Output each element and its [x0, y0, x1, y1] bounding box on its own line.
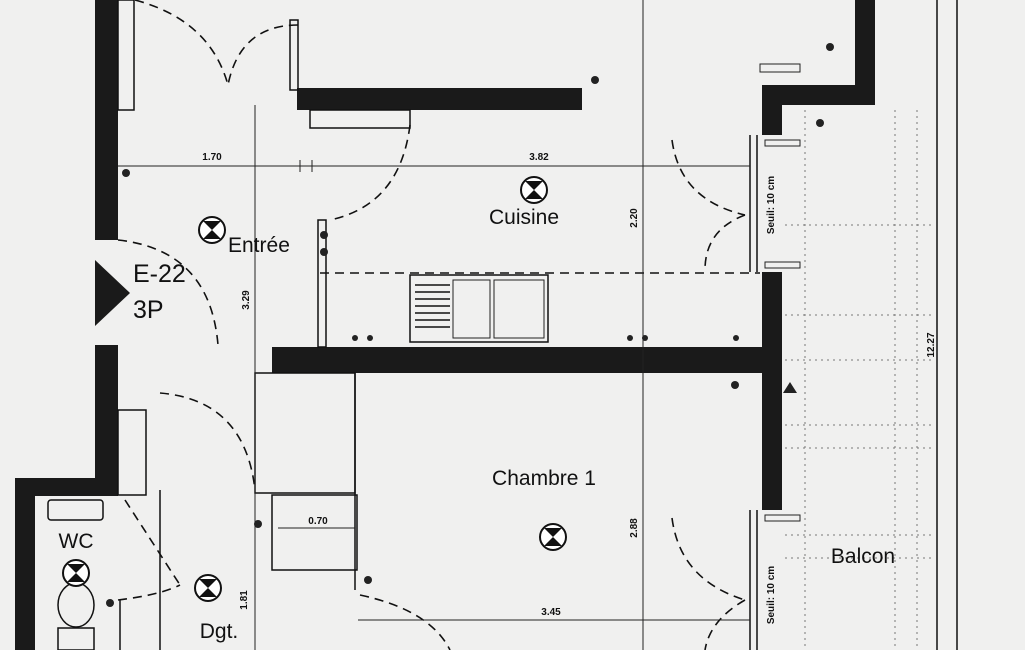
unit-type: 3P — [133, 296, 164, 324]
dim-dgt-depth: 1.81 — [239, 590, 250, 610]
kitchen-sink — [409, 274, 549, 343]
note-seuil-bottom: Seuil: 10 cm — [766, 566, 777, 624]
door-swings — [117, 0, 760, 650]
balcony-tiling — [785, 110, 935, 650]
room-label-wc: WC — [59, 530, 94, 553]
room-label-balcon: Balcon — [831, 545, 895, 568]
dimension-lines — [118, 0, 750, 650]
dim-entree-width: 1.70 — [202, 152, 222, 163]
entry-arrow-icon — [95, 260, 130, 326]
dim-chambre-width: 3.45 — [541, 607, 561, 618]
unit-code: E-22 — [133, 260, 186, 288]
switch-icons — [106, 43, 834, 607]
room-label-dgt: Dgt. — [200, 620, 239, 643]
dim-balcon-length: 12.27 — [926, 332, 937, 357]
dim-chambre-depth: 2.88 — [629, 518, 640, 538]
dim-cuisine-width: 3.82 — [529, 152, 549, 163]
note-seuil-top: Seuil: 10 cm — [766, 176, 777, 234]
room-label-chambre-1: Chambre 1 — [492, 467, 596, 490]
ceiling-light-icons — [62, 176, 567, 602]
room-label-entree: Entrée — [228, 234, 290, 257]
walls — [15, 0, 875, 650]
dim-cuisine-depth: 2.20 — [629, 208, 640, 228]
dim-entree-depth: 3.29 — [241, 290, 252, 310]
dim-closet-width: 0.70 — [308, 516, 328, 527]
window-frames — [749, 63, 801, 650]
room-label-cuisine: Cuisine — [489, 206, 559, 229]
